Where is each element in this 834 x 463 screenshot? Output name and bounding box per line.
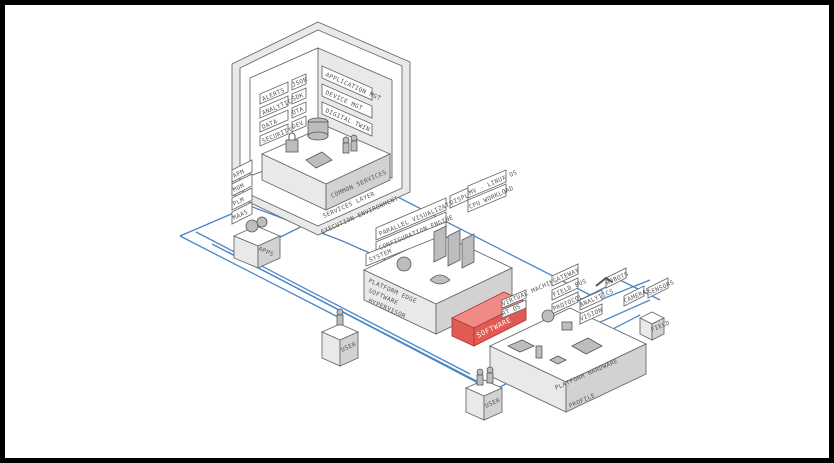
usb-icon	[535, 345, 543, 359]
cloud-label-sdk: SDK	[291, 92, 305, 103]
edge-platform: PARALLEL VISUALIZATION CONFIGURATION ENG…	[362, 169, 518, 335]
person-icon	[336, 308, 344, 316]
user-icon	[342, 136, 350, 144]
cloud-right-labels: APPLICATION MGT DEVICE MGT DIGITAL TWIN	[321, 65, 382, 137]
cloud-label-ota: OTA	[291, 106, 305, 117]
cloud-label-dev: DEV	[291, 120, 305, 131]
server-icon-3	[461, 233, 475, 269]
controller-icon	[396, 256, 412, 272]
brain-icon	[541, 309, 555, 323]
module-icon	[549, 355, 567, 365]
user-node-a: USER	[320, 308, 360, 367]
side-label-mom: MOM	[232, 182, 246, 194]
field-block: FIELD	[638, 311, 671, 341]
gear-icon-small	[256, 216, 268, 228]
person-icon	[476, 368, 484, 376]
board-icon	[571, 337, 603, 355]
robot-arm-icon	[595, 276, 613, 287]
server-icon-2	[447, 229, 461, 267]
cloud-left-labels: ALERTS ANALYTICS DATA SECURITY JSON SDK …	[259, 73, 309, 147]
hardware-right	[565, 343, 647, 413]
server-icon	[433, 225, 447, 263]
camera-icon	[561, 321, 573, 331]
chip-icon	[507, 339, 535, 353]
wire-d	[227, 251, 481, 385]
cloud-floor-right	[325, 153, 391, 211]
lock-icon	[285, 139, 299, 153]
cloud-block: ALERTS ANALYTICS DATA SECURITY JSON SDK …	[231, 21, 411, 236]
apps-block: APPS	[232, 216, 282, 269]
side-stack: APM MOM PLM MAAS	[231, 159, 253, 225]
hardware-platform: PLATFORM HARDWARE PROFILE	[488, 307, 648, 413]
document-icon	[305, 151, 333, 169]
docker-icon	[429, 274, 451, 285]
cloud-floor-objects	[285, 117, 358, 169]
gear-icon	[245, 219, 259, 233]
side-label-plm: PLM	[232, 196, 246, 208]
side-label-apm: APM	[232, 168, 246, 180]
wire-a	[179, 235, 341, 319]
user-node-b: USER	[464, 366, 504, 421]
